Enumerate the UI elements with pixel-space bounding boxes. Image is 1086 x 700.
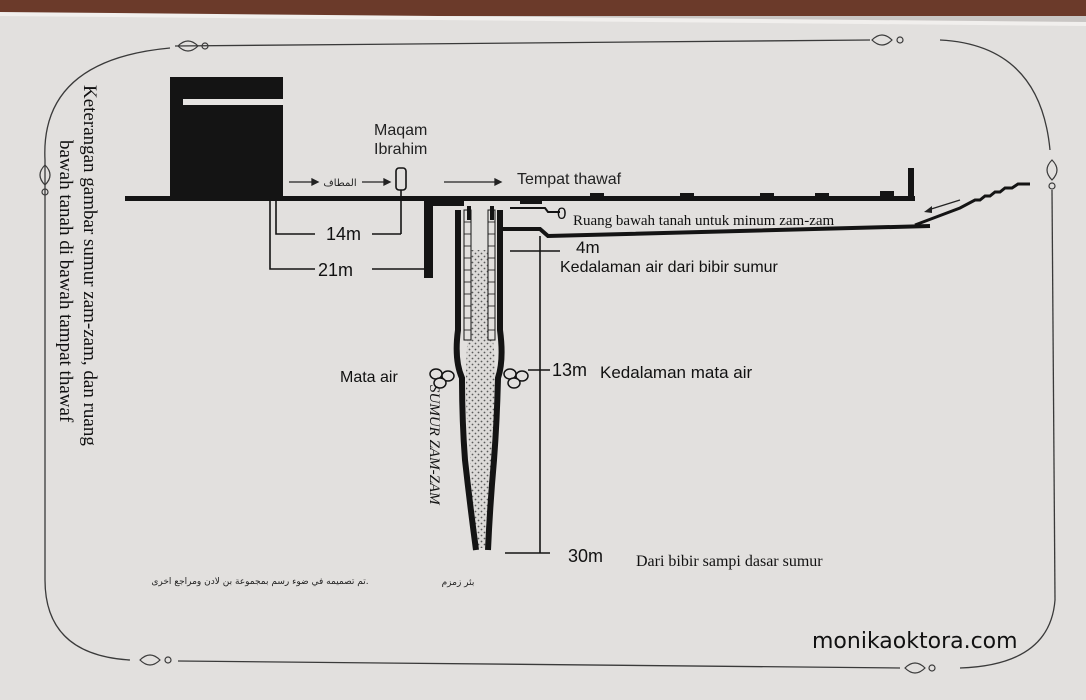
well-lining-bricks bbox=[464, 221, 495, 331]
ornament-top-left bbox=[177, 40, 209, 52]
zamzam-well bbox=[453, 206, 505, 551]
kaaba-kiswah-band bbox=[183, 99, 283, 105]
arabic-well-name: بئر زمزم bbox=[442, 578, 475, 588]
ruang-bawah-label: Ruang bawah tanah untuk minum zam-zam bbox=[573, 213, 835, 229]
mata-air-label: Mata air bbox=[340, 369, 398, 386]
paper-background bbox=[0, 14, 1086, 700]
kedalaman-mata-air-label: Kedalaman mata air bbox=[600, 363, 752, 382]
spring-stones-left bbox=[429, 368, 455, 389]
ornament-left bbox=[39, 164, 51, 196]
floor-marks bbox=[520, 191, 894, 204]
dari-bibir-label: Dari bibir sampi dasar sumur bbox=[636, 553, 823, 570]
well-mouth-marker-left bbox=[467, 206, 471, 220]
well-wall-left bbox=[453, 210, 479, 551]
page-top-edge bbox=[0, 12, 1086, 26]
access-shaft-top bbox=[424, 198, 464, 206]
side-caption-line1: Keterangan gambar sumur zam-zam, dan rua… bbox=[79, 85, 100, 446]
kaaba bbox=[170, 77, 283, 200]
side-caption-line2: bawah tanah di bawah tampat thawaf bbox=[55, 140, 76, 423]
watermark: monikaoktora.com bbox=[812, 629, 1018, 654]
ornament-bottom-right bbox=[904, 662, 936, 674]
well-lining-right bbox=[487, 209, 496, 341]
depth-13m: 13m bbox=[552, 360, 587, 380]
ornament-right bbox=[1046, 159, 1058, 190]
maqam-label-line2: Ibrahim bbox=[374, 141, 427, 158]
arabic-credit: تم تصميمه في ضوء رسم بمجموعة بن لادن ومر… bbox=[151, 577, 368, 587]
tempat-thawaf-label: Tempat thawaf bbox=[517, 171, 622, 188]
underground-room-ceiling bbox=[510, 207, 560, 213]
ramp-stairs bbox=[914, 182, 1030, 227]
spring-stones-right bbox=[503, 368, 529, 389]
underground-room-floor bbox=[498, 224, 931, 239]
mataf-arrows bbox=[289, 177, 503, 187]
book-edge bbox=[0, 0, 1086, 16]
kedalaman-air-label: Kedalaman air dari bibir sumur bbox=[560, 259, 779, 276]
zero-mark: 0 bbox=[557, 204, 566, 223]
depth-scale-right bbox=[505, 236, 560, 554]
ruang-arrowhead bbox=[924, 206, 932, 213]
ornament-top-right bbox=[871, 34, 904, 46]
depth-30m: 30m bbox=[568, 546, 603, 566]
right-wall bbox=[908, 168, 914, 198]
depth-14m: 14m bbox=[326, 224, 361, 244]
depth-4m: 4m bbox=[576, 238, 600, 257]
depth-21m: 21m bbox=[318, 260, 353, 280]
well-mouth-marker-right bbox=[490, 206, 494, 220]
well-lining-left bbox=[463, 209, 472, 341]
ornament-bottom-left bbox=[139, 654, 172, 666]
ruang-arrow bbox=[927, 199, 961, 211]
depth-brackets-left bbox=[269, 200, 424, 270]
ground-line bbox=[125, 196, 915, 201]
sumur-zamzam-label: SUMUR ZAM-ZAM bbox=[426, 385, 442, 506]
maqam-label-line1: Maqam bbox=[374, 122, 427, 139]
well-wall-right bbox=[485, 210, 505, 551]
access-shaft-wall-left bbox=[424, 198, 433, 278]
mataf-arabic-label: المطاف bbox=[323, 178, 356, 189]
decorative-frame bbox=[44, 39, 1056, 669]
